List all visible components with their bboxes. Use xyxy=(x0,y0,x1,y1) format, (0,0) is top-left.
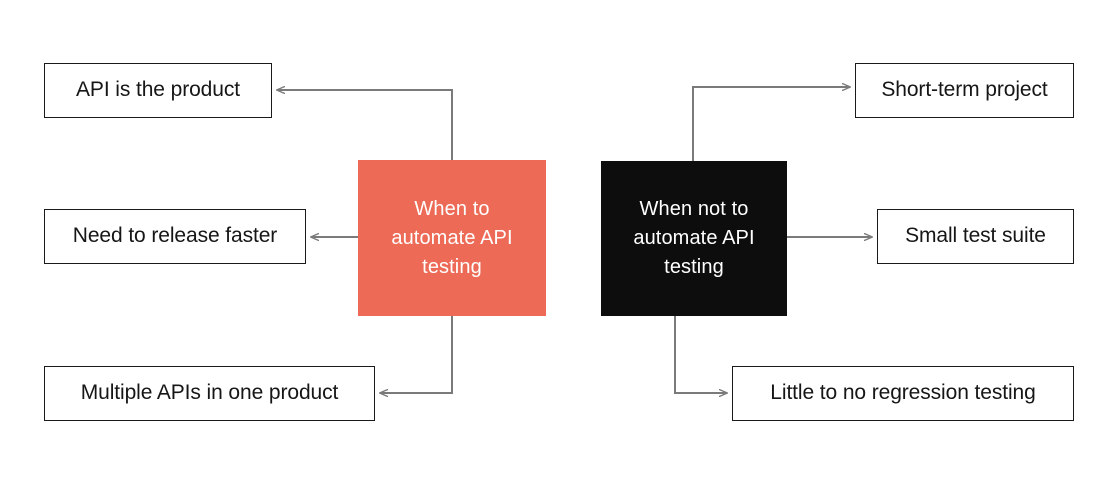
node-multiple-apis-in-one-product[interactable]: Multiple APIs in one product xyxy=(44,366,375,421)
node-short-term-project[interactable]: Short-term project xyxy=(855,63,1074,118)
node-api-is-the-product[interactable]: API is the product xyxy=(44,63,272,118)
node-label: Small test suite xyxy=(905,224,1046,248)
node-small-test-suite[interactable]: Small test suite xyxy=(877,209,1074,264)
connector-automate-to-multiple-apis-in-one-product xyxy=(380,316,453,393)
node-when-not-to-automate-api-testing[interactable]: When not to automate API testing xyxy=(601,161,787,316)
node-when-to-automate-api-testing[interactable]: When to automate API testing xyxy=(358,160,546,316)
node-label: Need to release faster xyxy=(72,224,278,248)
hub-label: When not to automate API testing xyxy=(633,198,755,278)
node-label: Short-term project xyxy=(881,78,1048,102)
connector-not-automate-to-short-term-project xyxy=(692,87,850,161)
node-need-to-release-faster[interactable]: Need to release faster xyxy=(44,209,306,264)
hub-label: When to automate API testing xyxy=(391,197,513,278)
node-label: Multiple APIs in one product xyxy=(80,381,339,405)
node-label: Little to no regression testing xyxy=(770,381,1036,405)
node-little-to-no-regression-testing[interactable]: Little to no regression testing xyxy=(732,366,1074,421)
node-label: API is the product xyxy=(76,78,240,102)
connector-not-automate-to-little-to-no-regression-testing xyxy=(674,316,727,393)
connector-automate-to-api-is-the-product xyxy=(277,90,453,160)
